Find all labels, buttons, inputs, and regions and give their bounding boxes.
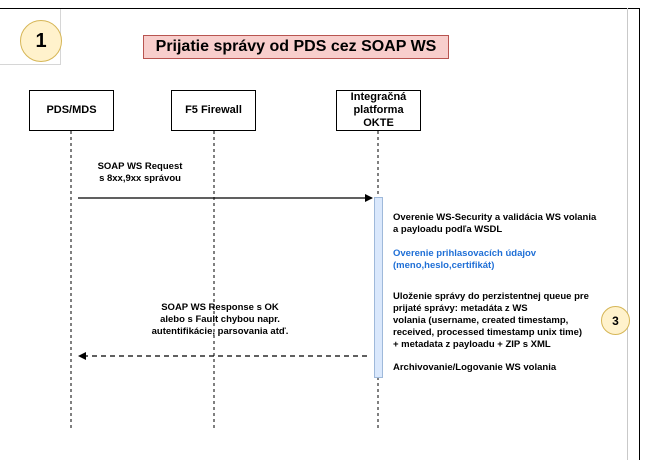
actor-pds-mds-label: PDS/MDS	[46, 104, 97, 116]
step-1-badge: 1	[20, 20, 62, 62]
actor-f5-firewall: F5 Firewall	[171, 90, 256, 131]
response-message-line-3: autentifikácie, parsovania atď.	[151, 326, 289, 337]
note-storage: Uloženie správy do perzistentnej queue p…	[393, 291, 608, 351]
actor-integration-platform: Integračná platforma OKTE	[336, 90, 421, 131]
diagram-title: Prijatie správy od PDS cez SOAP WS	[143, 35, 449, 59]
diagram-frame-inner-right-border	[627, 8, 628, 460]
actor-integration-platform-line-3: OKTE	[363, 117, 394, 129]
note-archiving: Archivovanie/Logovanie WS volania	[393, 362, 557, 373]
actor-pds-mds: PDS/MDS	[29, 90, 114, 131]
response-message-line-2: alebo s Fault chybou napr.	[160, 314, 280, 325]
diagram-frame-right-border	[639, 8, 640, 460]
actor-integration-platform-line-1: Integračná	[350, 91, 407, 103]
note-ws-security-line-1: Overenie WS-Security a validácia WS vola…	[393, 212, 597, 223]
note-storage-line-2: prijaté správy: metadáta z WS	[393, 303, 528, 314]
request-message-line-1: SOAP WS Request	[97, 161, 183, 172]
note-ws-security-line-2: a payloadu podľa WSDL	[393, 224, 503, 235]
note-credentials-line-1: Overenie prihlasovacích údajov	[393, 248, 537, 259]
response-message-label: SOAP WS Response s OK alebo s Fault chyb…	[136, 302, 304, 338]
note-storage-line-4: received, processed timestamp unix time)	[393, 327, 583, 338]
note-credentials: Overenie prihlasovacích údajov (meno,hes…	[393, 248, 623, 272]
actor-integration-platform-line-2: platforma	[353, 104, 404, 116]
note-credentials-line-2: (meno,heslo,certifikát)	[393, 260, 495, 271]
step-3-badge: 3	[601, 306, 630, 335]
note-storage-line-1: Uloženie správy do perzistentnej queue p…	[393, 291, 589, 302]
response-message-line-1: SOAP WS Response s OK	[161, 302, 279, 313]
note-storage-line-5: + metadata z payloadu + ZIP s XML	[393, 339, 551, 350]
activation-bar	[374, 197, 383, 378]
note-storage-line-3: volania (username, created timestamp,	[393, 315, 569, 326]
request-message-label: SOAP WS Request s 8xx,9xx správou	[80, 161, 200, 185]
note-ws-security: Overenie WS-Security a validácia WS vola…	[393, 212, 623, 236]
actor-f5-firewall-label: F5 Firewall	[185, 104, 242, 116]
request-message-line-2: s 8xx,9xx správou	[99, 173, 181, 184]
diagram-frame-top-border	[0, 8, 640, 9]
